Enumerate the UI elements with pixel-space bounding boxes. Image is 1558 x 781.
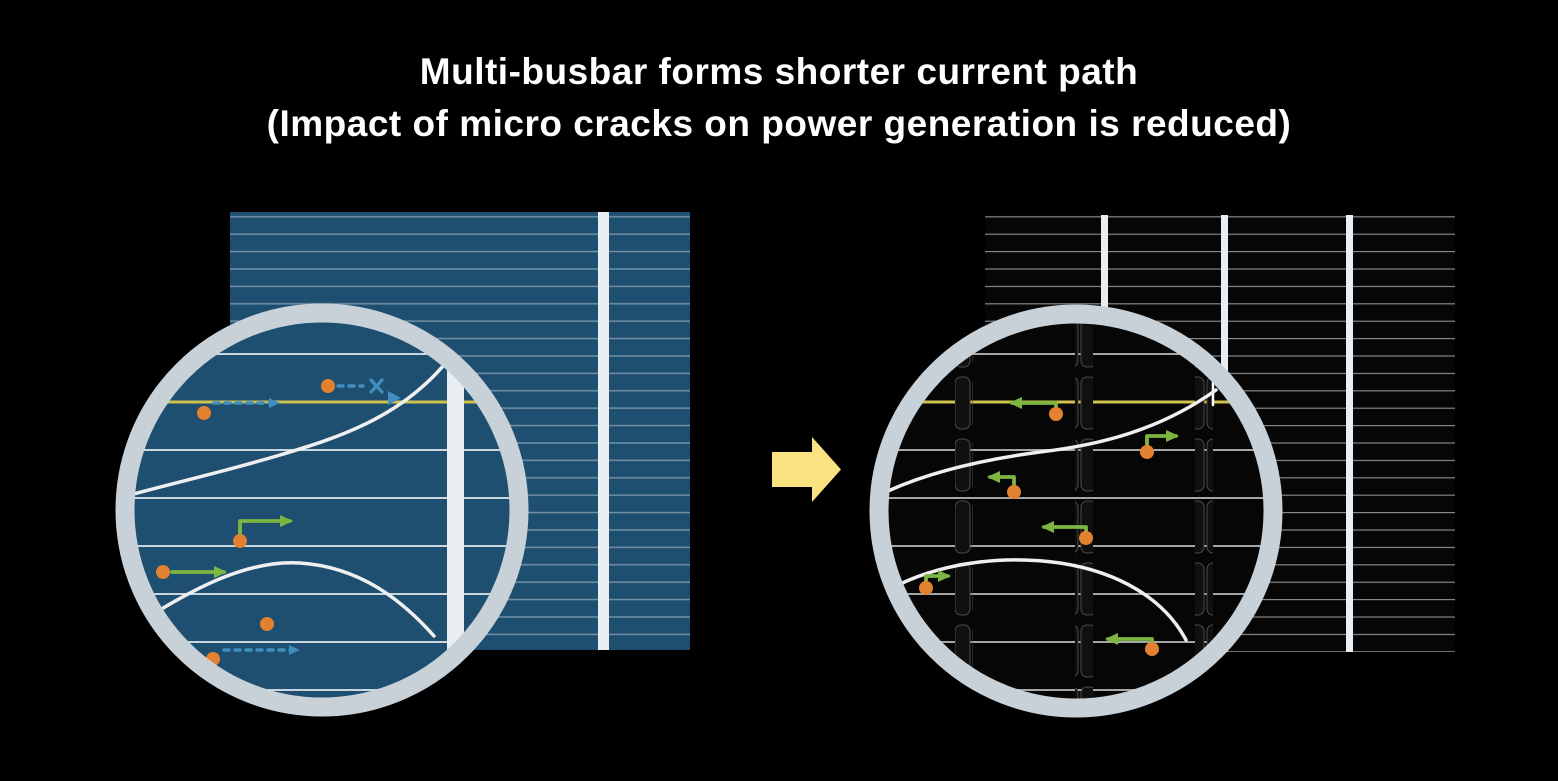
current-dot bbox=[1140, 445, 1154, 459]
current-dot bbox=[1007, 485, 1021, 499]
conventional-cell-busbar bbox=[598, 212, 609, 650]
figure-title: Multi-busbar forms shorter current path … bbox=[0, 46, 1558, 150]
title-line-1: Multi-busbar forms shorter current path bbox=[419, 51, 1139, 92]
current-dot bbox=[1079, 531, 1093, 545]
current-dot bbox=[260, 617, 274, 631]
micro-crack-lower bbox=[896, 558, 1188, 642]
conventional-cell-magnifier bbox=[115, 303, 529, 717]
magnified-busbar-segmented bbox=[1075, 323, 1093, 699]
transition-arrow-icon bbox=[772, 437, 841, 502]
blocked-current-x-icon bbox=[369, 378, 384, 394]
current-dot bbox=[1049, 407, 1063, 421]
magnifier-ring bbox=[869, 304, 1283, 718]
micro-crack-lower bbox=[148, 561, 436, 638]
current-dot bbox=[156, 565, 170, 579]
magnifier-ring bbox=[115, 303, 529, 717]
current-dot bbox=[197, 406, 211, 420]
magnified-busbar-segmented bbox=[1195, 323, 1213, 699]
current-dot bbox=[233, 534, 247, 548]
magnified-busbar bbox=[447, 322, 464, 698]
conventional-magnified-view bbox=[134, 322, 510, 698]
current-dot bbox=[1145, 642, 1159, 656]
current-dot bbox=[919, 581, 933, 595]
micro-crack-upper bbox=[888, 388, 1218, 493]
multi-busbar-cell-magnifier bbox=[869, 304, 1283, 718]
deflected-arrowhead bbox=[388, 391, 401, 405]
current-dot bbox=[321, 379, 335, 393]
magnified-busbar-segmented bbox=[955, 323, 973, 699]
title-line-2: (Impact of micro cracks on power generat… bbox=[266, 103, 1292, 144]
multi-busbar-3 bbox=[1346, 215, 1353, 652]
multi-busbar-magnified-view bbox=[888, 323, 1264, 699]
micro-crack-upper bbox=[134, 358, 450, 498]
